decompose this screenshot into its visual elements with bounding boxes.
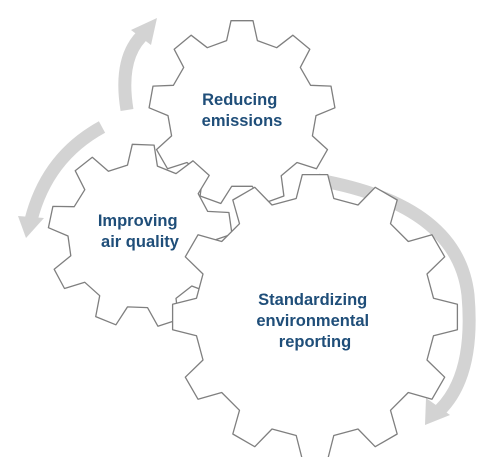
- gear-reducing-emissions-label-line-2: emissions: [202, 112, 283, 130]
- gear-standardizing-label-line-3: reporting: [279, 333, 351, 351]
- arrow-right-head: [425, 398, 450, 425]
- gear-improving-air-quality-label-line-1: Improving: [98, 212, 178, 230]
- gear-standardizing-environmental-reporting-shape: [171, 173, 459, 457]
- gear-standardizing-environmental-reporting: Standardizing environmental reporting: [171, 173, 459, 457]
- arrow-top-head: [131, 18, 157, 45]
- arrow-left: [24, 121, 106, 222]
- arrow-left-head: [18, 216, 44, 238]
- gear-improving-air-quality-shape: [47, 143, 233, 327]
- gear-standardizing-label-line-1: Standardizing: [258, 291, 367, 309]
- gear-improving-air-quality-label-line-2: air quality: [101, 233, 180, 251]
- svg-text:Standardizing environmen: Standardizing environmental reporting: [256, 291, 373, 351]
- gear-improving-air-quality: Improving air quality: [47, 143, 233, 327]
- svg-text:Improving air quality: Improving air quality: [98, 212, 182, 251]
- svg-text:Reducing emissions: Reducing emissions: [202, 91, 283, 130]
- gear-reducing-emissions-label-line-1: Reducing: [202, 91, 277, 109]
- gear-standardizing-label-line-2: environmental: [256, 312, 369, 330]
- gear-reducing-emissions: Reducing emissions: [148, 20, 336, 205]
- arrow-top: [118, 26, 151, 112]
